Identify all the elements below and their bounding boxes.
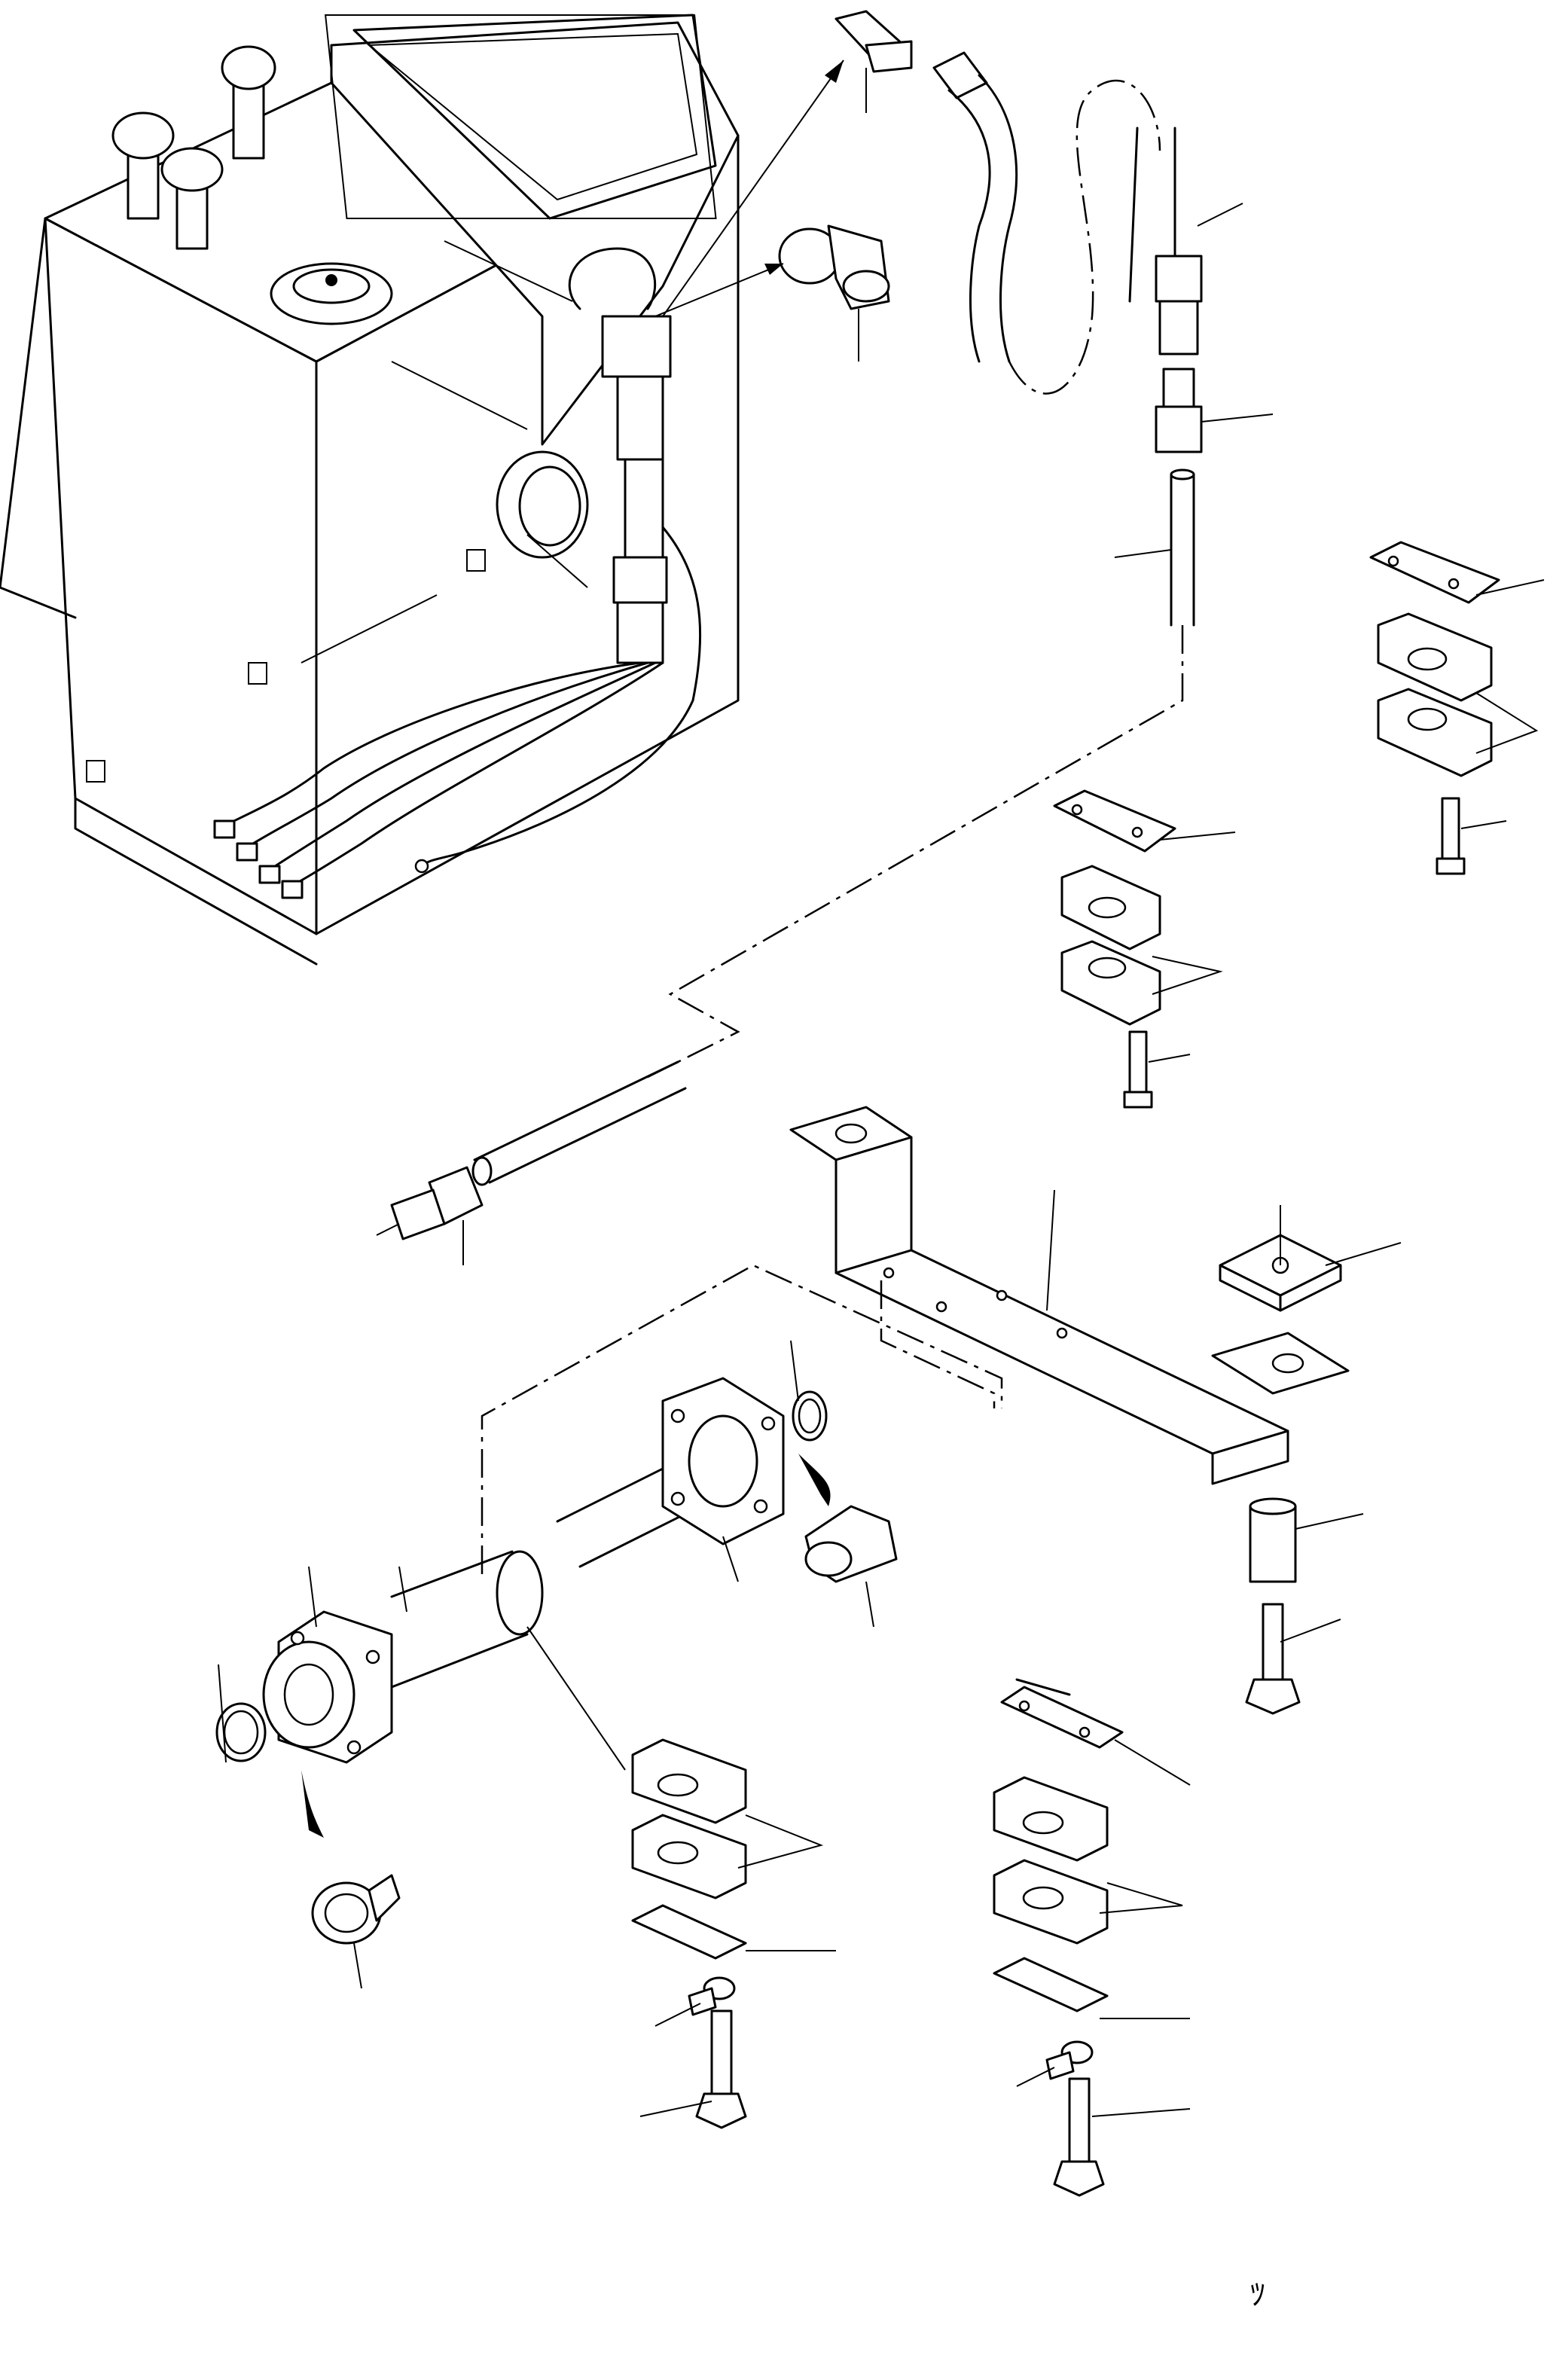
flange-pipe-assembly-left: [215, 1550, 626, 1989]
steel-pipe-upper: [1114, 468, 1195, 627]
tank-upper-box: [330, 21, 740, 446]
elbow-fitting: [654, 224, 890, 362]
hex-bolt-bracket: [1245, 1603, 1341, 1715]
clamp-set-center-right: [1053, 789, 1236, 1109]
tank-breather-caps-icon: [111, 45, 276, 250]
hydraulic-hose: [932, 51, 1243, 395]
mounting-bracket: [789, 1106, 1350, 1485]
square-nut: [1219, 1205, 1402, 1312]
hydraulic-tank: [0, 14, 740, 966]
flange-pipe-assembly-right: [556, 1340, 898, 1628]
tank-filler-cap-icon: [270, 262, 393, 325]
clamp-set-lower-right: [993, 1678, 1191, 2197]
clamp-set-lower-left: [631, 1738, 836, 2129]
clamp-set-upper-right: [1369, 541, 1545, 875]
sight-gauge-icon: [496, 450, 589, 559]
pipe-connector-lower: [376, 1166, 484, 1265]
steel-pipe-lower: [471, 1060, 687, 1186]
flange-route-centerline: [481, 1264, 1003, 1574]
straight-adapter-fitting: [662, 10, 913, 317]
spacer-collar: [1249, 1497, 1364, 1583]
heater-element: [213, 247, 702, 899]
hose-connector-fitting: [1155, 368, 1274, 453]
pipe-route-centerline: [647, 625, 1184, 1079]
corner-symbol: ﾂ: [1250, 2278, 1265, 2312]
